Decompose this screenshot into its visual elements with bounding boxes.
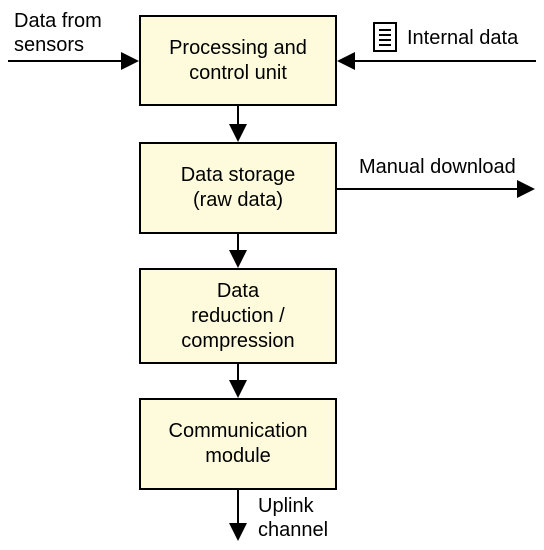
storage-box-label: Data storage (raw data) bbox=[180, 164, 296, 211]
document-icon bbox=[373, 22, 397, 52]
arrow-internal-head bbox=[337, 52, 355, 70]
reduction-box-label: Data reduction / compression bbox=[181, 279, 295, 352]
processing-box-label: Processing and control unit bbox=[169, 36, 307, 84]
arrow-reduction-communication-head bbox=[229, 380, 247, 398]
processing-control-unit-box: Processing and control unit bbox=[139, 15, 337, 106]
arrow-sensors-head bbox=[121, 52, 139, 70]
data-storage-box: Data storage (raw data) bbox=[139, 142, 337, 234]
communication-module-box: Communication module bbox=[139, 398, 337, 490]
manual-download-label: Manual download bbox=[359, 156, 516, 178]
internal-data-label: Internal data bbox=[407, 27, 519, 49]
data-reduction-box: Data reduction / compression bbox=[139, 268, 337, 364]
uplink-channel-label: Uplink channel bbox=[258, 495, 329, 541]
communication-box-label: Communication module bbox=[168, 420, 308, 467]
arrow-manual-head bbox=[517, 180, 535, 198]
arrow-uplink-head bbox=[229, 523, 247, 541]
sensors-label: Data from sensors bbox=[14, 10, 102, 56]
arrow-processing-storage-head bbox=[229, 124, 247, 142]
arrow-storage-reduction-head bbox=[229, 250, 247, 268]
